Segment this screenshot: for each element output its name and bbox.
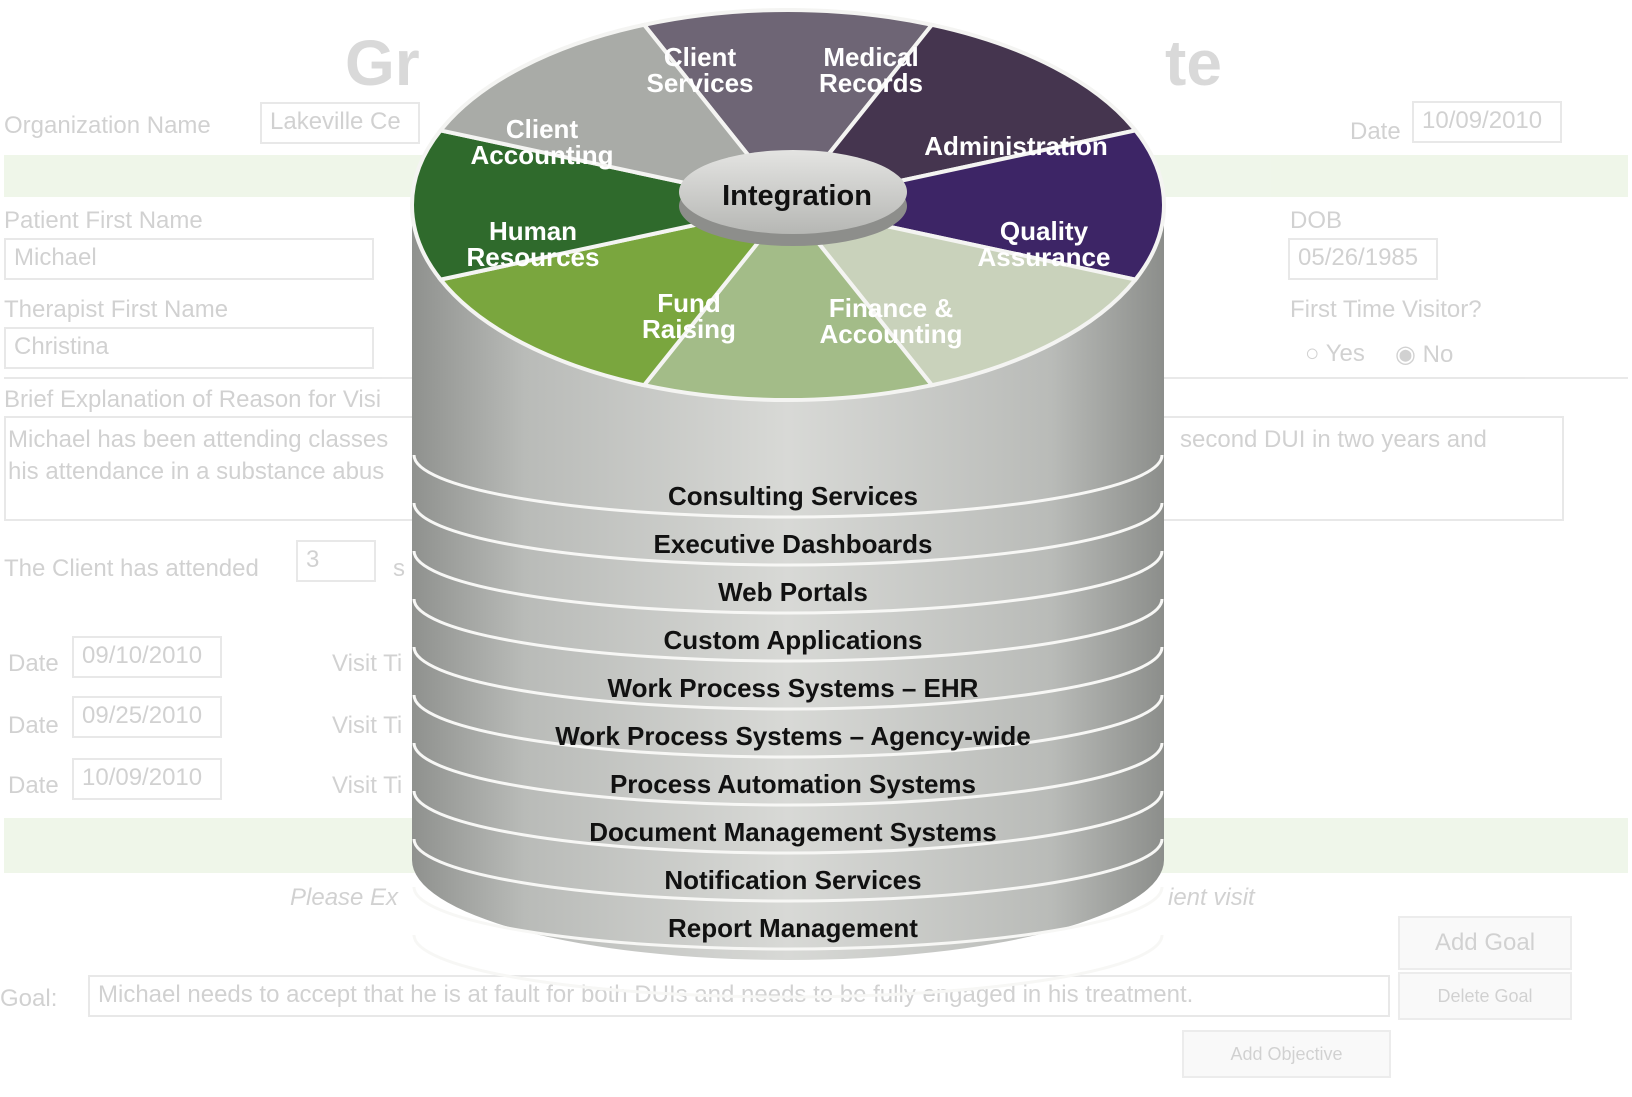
client-attended-field[interactable]: 3 — [296, 540, 376, 582]
layer-label: Custom Applications — [663, 625, 922, 655]
layer-label: Document Management Systems — [589, 817, 996, 847]
layer-label: Web Portals — [718, 577, 868, 607]
brief-explanation-label: Brief Explanation of Reason for Visi — [4, 386, 382, 413]
org-name-label: Organization Name — [4, 112, 211, 139]
goal-label: Goal: — [0, 985, 58, 1012]
therapist-first-name-field[interactable]: Christina — [4, 327, 374, 369]
visit-1-date-field[interactable]: 09/10/2010 — [72, 636, 222, 678]
explanation-line1-left: Michael has been attending classes — [8, 426, 389, 453]
layer-label: Notification Services — [664, 865, 921, 895]
visit-1-date-label: Date — [8, 650, 59, 677]
dob-label: DOB — [1290, 207, 1343, 234]
explanation-line2-left: his attendance in a substance abus — [8, 458, 385, 485]
segment-wedge — [410, 128, 789, 282]
add-goal-button[interactable]: Add Goal — [1398, 916, 1572, 970]
layer-label: Work Process Systems – EHR — [608, 673, 979, 703]
layer-label: Consulting Services — [668, 481, 918, 511]
client-attended-label: The Client has attended — [4, 555, 259, 582]
patient-first-name-field[interactable]: Michael — [4, 238, 374, 280]
visit-2-time-label: Visit Ti — [332, 712, 403, 739]
client-attended-suffix: s — [393, 555, 405, 582]
segment-wedge — [782, 22, 1139, 209]
delete-goal-button[interactable]: Delete Goal — [1398, 972, 1572, 1020]
dob-field[interactable]: 05/26/1985 — [1288, 238, 1438, 280]
therapist-first-name-label: Therapist First Name — [4, 296, 229, 323]
date-field[interactable]: 10/09/2010 — [1412, 101, 1562, 143]
visit-3-time-label: Visit Ti — [332, 772, 403, 799]
layer-band — [412, 646, 1164, 711]
layer-band — [412, 838, 1164, 903]
visit-1-time-label: Visit Ti — [332, 650, 403, 677]
first-time-visitor-label: First Time Visitor? — [1290, 296, 1482, 323]
please-text-left: Please Ex — [290, 884, 399, 911]
segment-wedge — [787, 128, 1166, 282]
layer-band — [412, 502, 1164, 567]
layer-band — [412, 550, 1164, 615]
hub-label: Integration — [722, 180, 872, 212]
no-radio[interactable]: ◉ No — [1395, 341, 1454, 368]
please-text-right: ient visit — [1168, 884, 1255, 911]
goal-field[interactable]: Michael needs to accept that he is at fa… — [88, 975, 1390, 1017]
date-label: Date — [1350, 118, 1401, 145]
yes-label: Yes — [1325, 340, 1365, 367]
layer-band — [412, 790, 1164, 855]
layer-label: Work Process Systems – Agency-wide — [555, 721, 1030, 751]
top-face — [410, 7, 1166, 403]
layer-bands — [412, 454, 1164, 999]
layer-band — [412, 454, 1164, 519]
visit-2-date-label: Date — [8, 712, 59, 739]
segment-wedge — [782, 201, 1139, 388]
layer-band — [412, 886, 1164, 951]
visit-3-date-field[interactable]: 10/09/2010 — [72, 758, 222, 800]
layer-label: Process Automation Systems — [610, 769, 976, 799]
segment-wedge — [640, 7, 936, 209]
yes-radio[interactable]: ○ Yes — [1305, 340, 1365, 367]
layer-label: Executive Dashboards — [654, 529, 933, 559]
layer-band — [412, 934, 1164, 999]
layer-band — [412, 742, 1164, 807]
add-objective-button[interactable]: Add Objective — [1182, 1030, 1391, 1078]
hub-disc — [679, 150, 907, 234]
segment-label: Administration — [924, 131, 1107, 161]
layer-label: Report Management — [668, 913, 918, 943]
layer-band — [412, 598, 1164, 663]
segment-label: Finance &Accounting — [820, 293, 963, 349]
visit-2-date-field[interactable]: 09/25/2010 — [72, 696, 222, 738]
cylinder-side — [412, 205, 1164, 960]
explanation-line1-right: second DUI in two years and — [1180, 426, 1487, 453]
form-title-left: Gr — [345, 27, 420, 99]
segment-wedge — [437, 22, 794, 209]
visit-3-date-label: Date — [8, 772, 59, 799]
layer-band — [412, 694, 1164, 759]
segment-wedge — [437, 201, 794, 388]
patient-first-name-label: Patient First Name — [4, 207, 203, 234]
segment-wedge — [640, 201, 936, 403]
no-label: No — [1422, 341, 1454, 368]
form-title-right: te — [1165, 27, 1222, 99]
org-name-field[interactable]: Lakeville Ce — [260, 102, 420, 144]
